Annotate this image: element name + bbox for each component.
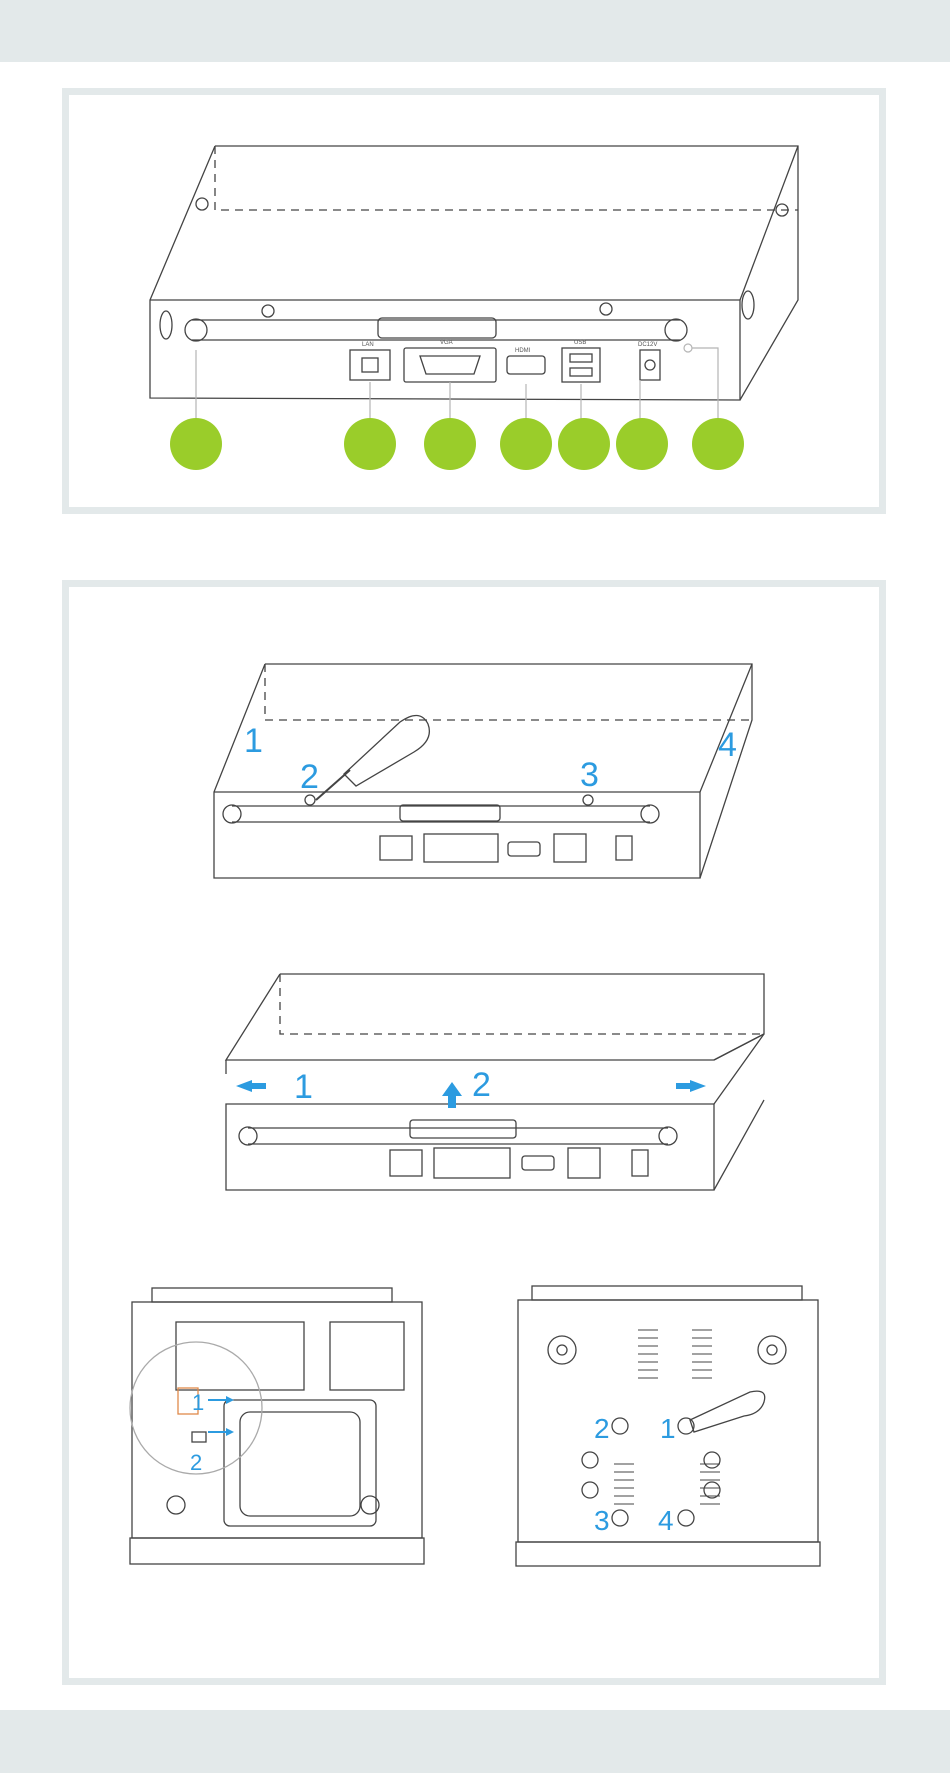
callout-circle	[500, 418, 552, 470]
hdmi-port-icon	[507, 356, 545, 374]
nvr-rear-view	[150, 146, 798, 420]
power-label: DC12V	[638, 342, 657, 348]
remove-cover-screws-view	[214, 664, 752, 878]
vga-port-icon	[404, 348, 496, 382]
callout-circle	[344, 418, 396, 470]
arrow-right-icon	[676, 1080, 706, 1092]
bottom-step-1-label: 1	[660, 1413, 676, 1444]
lan-label: LAN	[362, 342, 374, 348]
bottom-step-2-label: 2	[594, 1413, 610, 1444]
slide-step-2-label: 2	[472, 1066, 491, 1104]
inside-cable-view	[130, 1288, 424, 1564]
slide-step-1-label: 1	[294, 1068, 313, 1106]
bottom-step-4-label: 4	[658, 1505, 674, 1536]
vga-label: VGA	[440, 340, 453, 346]
callout-circle	[616, 418, 668, 470]
callout-circle	[692, 418, 744, 470]
bottom-step-3-label: 3	[594, 1505, 610, 1536]
arrow-left-icon	[236, 1080, 266, 1092]
hdmi-label: HDMI	[515, 348, 531, 354]
cable-step-1-label: 1	[192, 1390, 204, 1415]
step-2-label: 2	[300, 758, 319, 796]
power-port-icon	[640, 350, 660, 380]
screwdriver-icon	[344, 715, 429, 786]
callout-circle	[424, 418, 476, 470]
usb-label: USB	[574, 340, 586, 346]
callout-circle	[170, 418, 222, 470]
usb-port-icon	[562, 348, 600, 382]
step-3-label: 3	[580, 756, 599, 794]
callout-circle	[558, 418, 610, 470]
cable-step-2-label: 2	[190, 1450, 202, 1475]
lan-port-icon	[350, 350, 390, 380]
step-1-label: 1	[244, 722, 263, 760]
step-4-label: 4	[718, 726, 737, 764]
screwdriver-icon	[690, 1391, 765, 1432]
